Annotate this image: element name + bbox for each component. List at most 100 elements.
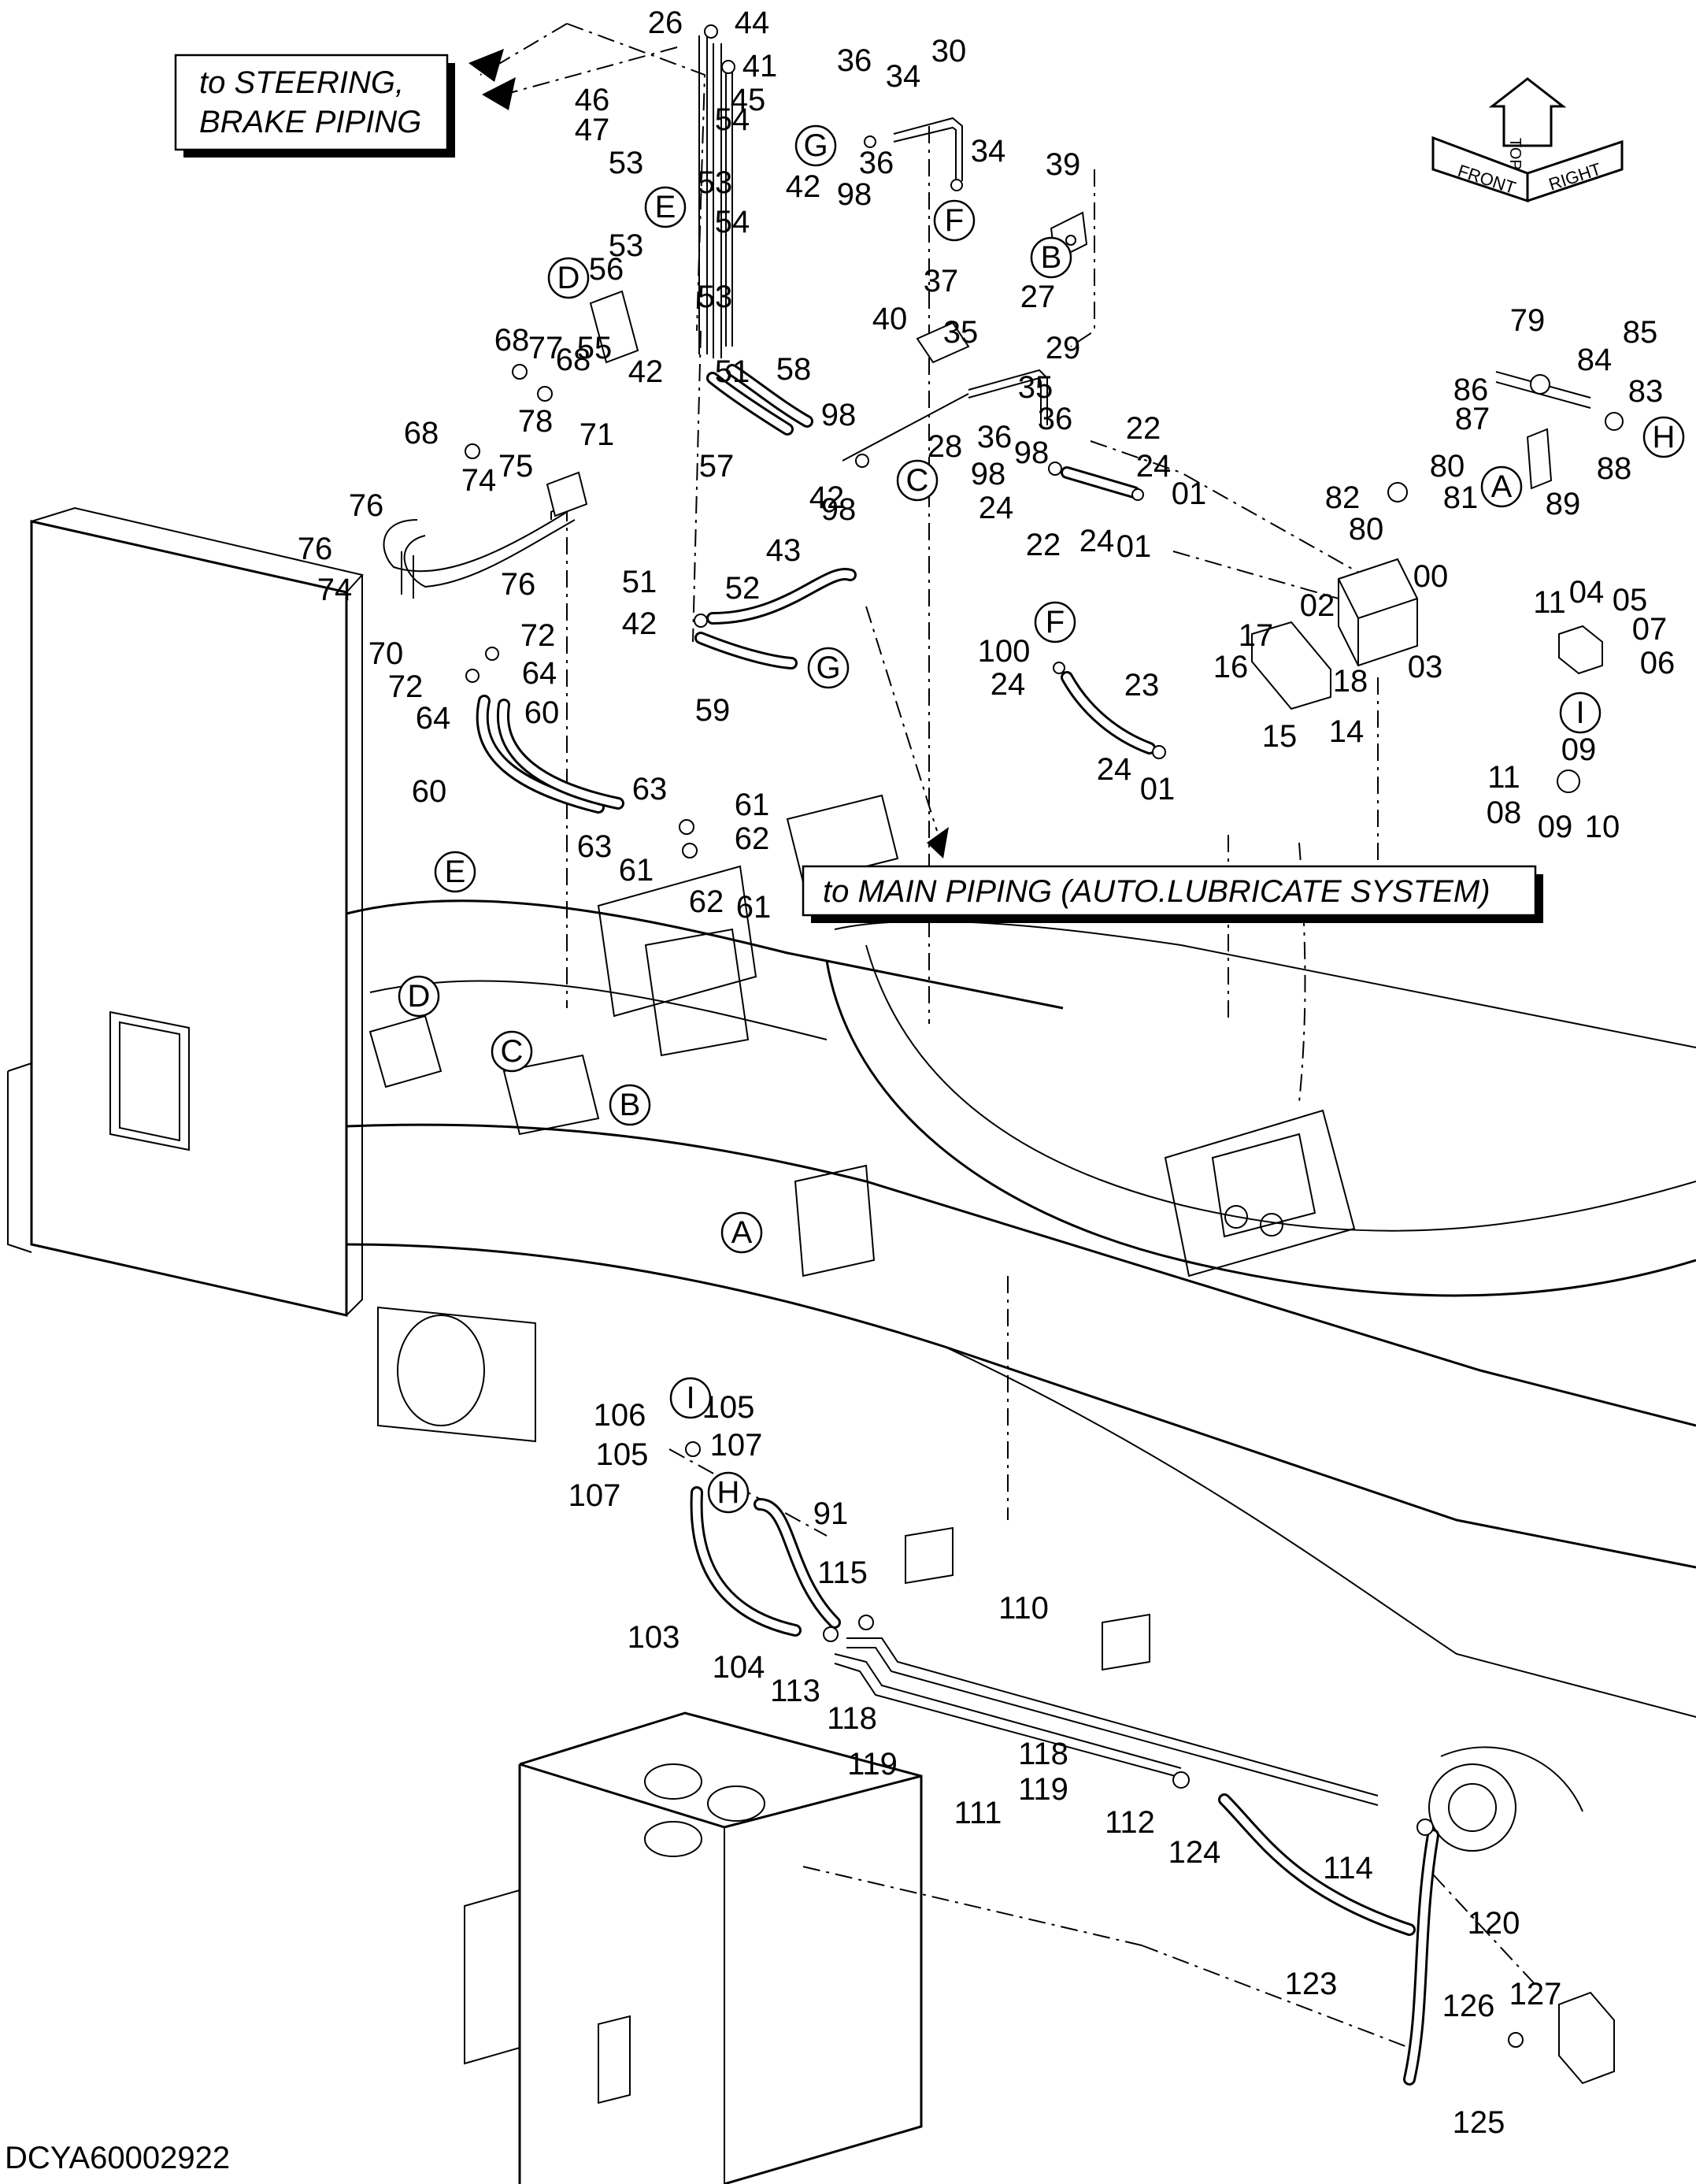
part-callout: 42 xyxy=(809,480,845,515)
part-callout: 34 xyxy=(971,134,1006,169)
part-callout: 52 xyxy=(725,571,761,606)
part-callout: 113 xyxy=(770,1674,820,1708)
part-callout: 72 xyxy=(388,669,424,704)
part-callout: 51 xyxy=(715,354,750,389)
part-callout: 53 xyxy=(609,146,644,180)
part-callout: 82 xyxy=(1325,480,1361,515)
part-callout: 80 xyxy=(1430,449,1465,484)
part-callout: 71 xyxy=(580,417,615,452)
part-callout: 62 xyxy=(689,884,724,919)
circled-letter: C xyxy=(491,1030,533,1073)
part-callout: 83 xyxy=(1628,374,1664,409)
part-callout: 87 xyxy=(1455,402,1490,436)
part-callout: 76 xyxy=(501,567,536,602)
part-callout: 64 xyxy=(522,656,557,691)
part-callout: 42 xyxy=(622,606,657,641)
letter-circle xyxy=(807,647,850,689)
box-to-main-piping: to MAIN PIPING (AUTO.LUBRICATE SYSTEM) xyxy=(802,865,1543,923)
part-callout: 77 xyxy=(528,331,564,365)
part-callout: 60 xyxy=(524,695,560,730)
part-callout: 09 xyxy=(1538,810,1573,844)
part-callout: 27 xyxy=(1020,280,1056,314)
part-callout: 06 xyxy=(1640,646,1676,680)
part-callout: 114 xyxy=(1323,1851,1373,1886)
part-callout: 11 xyxy=(1533,585,1566,620)
letter-circle xyxy=(398,975,440,1018)
part-callout: 17 xyxy=(1239,618,1274,653)
part-callout: 30 xyxy=(931,34,967,69)
part-callout: 107 xyxy=(710,1428,763,1463)
letter-circle xyxy=(1559,692,1602,734)
part-callout: 111 xyxy=(954,1796,1002,1830)
part-callout: 53 xyxy=(698,165,733,200)
part-callout: 58 xyxy=(776,352,812,387)
part-callout: 125 xyxy=(1453,2105,1505,2140)
part-callout: 01 xyxy=(1116,529,1152,564)
part-callout: 57 xyxy=(699,449,735,484)
part-callout: 08 xyxy=(1487,795,1522,830)
letter-label: B xyxy=(620,1088,641,1122)
part-callout: 41 xyxy=(742,49,778,83)
part-callout: 91 xyxy=(813,1496,849,1531)
part-callout: 00 xyxy=(1413,559,1449,594)
circled-letter: A xyxy=(1480,465,1523,508)
part-callout: 55 xyxy=(577,331,613,365)
letter-label: A xyxy=(1491,469,1513,504)
letter-label: A xyxy=(731,1215,753,1250)
part-callout: 62 xyxy=(735,821,770,856)
part-callout: 107 xyxy=(568,1478,621,1513)
part-callout: 54 xyxy=(715,102,750,137)
part-callout: 29 xyxy=(1046,331,1081,365)
circled-letter: E xyxy=(644,186,687,228)
letter-circle xyxy=(1034,601,1076,643)
part-callout: 127 xyxy=(1509,1977,1562,2012)
part-callout: 45 xyxy=(731,83,766,117)
part-callout: 104 xyxy=(713,1650,765,1685)
letter-circle xyxy=(707,1471,750,1514)
part-callout: 61 xyxy=(736,890,772,925)
part-callout: 24 xyxy=(1079,524,1115,558)
part-callout: 03 xyxy=(1408,650,1443,684)
part-callout: 98 xyxy=(821,398,857,432)
part-callout: 79 xyxy=(1510,303,1546,338)
letter-circle xyxy=(669,1377,712,1419)
circled-letter: I xyxy=(669,1377,712,1419)
letter-label: G xyxy=(816,651,840,685)
part-callout: 70 xyxy=(368,636,404,671)
part-callout: 05 xyxy=(1613,583,1648,617)
part-callout: 118 xyxy=(827,1701,877,1736)
part-callout: 115 xyxy=(817,1555,868,1590)
part-callout: 36 xyxy=(977,420,1013,454)
part-callout: 68 xyxy=(404,416,439,451)
pipes-and-hoses xyxy=(383,35,1591,2086)
part-callout: 80 xyxy=(1349,512,1384,547)
part-callout: 44 xyxy=(735,6,770,40)
part-callout: 98 xyxy=(1014,436,1050,470)
leader-lines xyxy=(480,23,1536,2049)
circled-letter: F xyxy=(933,199,976,242)
part-callout: 54 xyxy=(715,205,750,239)
part-callout: 36 xyxy=(859,146,894,180)
part-callout: 07 xyxy=(1632,612,1668,647)
letter-circle xyxy=(1642,416,1685,458)
letter-circle xyxy=(933,199,976,242)
part-callout: 51 xyxy=(622,565,657,599)
part-callout: 86 xyxy=(1453,373,1489,407)
part-callout: 98 xyxy=(837,177,872,212)
part-callout: 15 xyxy=(1262,719,1298,754)
part-callout: 39 xyxy=(1046,147,1081,182)
part-callout: 43 xyxy=(766,533,802,568)
part-callout: 68 xyxy=(556,343,591,377)
circled-letter: A xyxy=(720,1211,763,1254)
circled-letter: H xyxy=(707,1471,750,1514)
part-callout: 36 xyxy=(1038,402,1073,436)
part-callout: 98 xyxy=(971,457,1006,491)
letter-circle xyxy=(434,851,476,893)
part-callout: 42 xyxy=(628,354,664,389)
letter-circle xyxy=(609,1084,651,1126)
circled-letter: G xyxy=(794,124,837,167)
part-callout: 72 xyxy=(520,618,556,653)
part-callout: 02 xyxy=(1300,588,1335,623)
circled-letter: B xyxy=(609,1084,651,1126)
